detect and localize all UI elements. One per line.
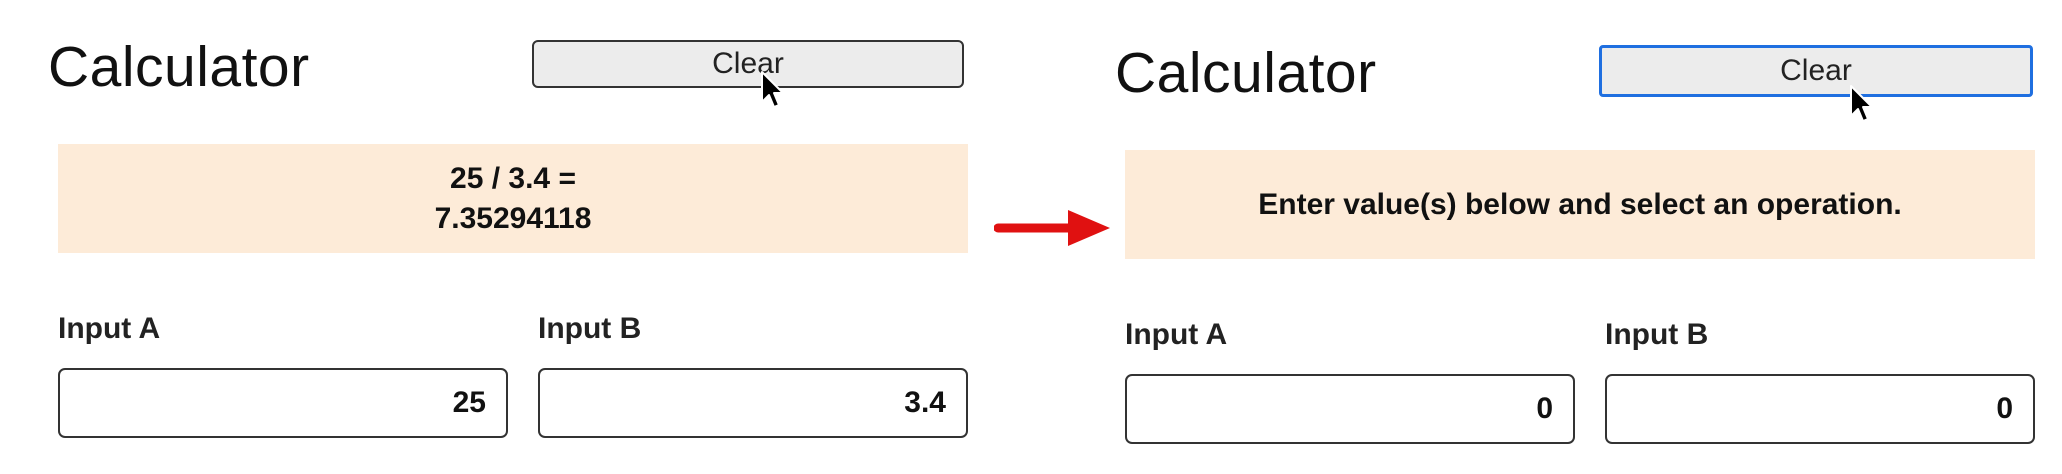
result-display: 25 / 3.4 = 7.35294118: [58, 144, 968, 253]
mouse-pointer-icon: [1850, 85, 1873, 122]
input-b-field[interactable]: [1605, 374, 2035, 444]
calculator-before-panel: Calculator Clear 25 / 3.4 = 7.35294118 I…: [48, 0, 968, 474]
right-arrow-icon: [994, 210, 1110, 246]
input-a-label: Input A: [1125, 318, 1228, 351]
input-b-field[interactable]: [538, 368, 968, 438]
calculator-title: Calculator: [48, 35, 310, 99]
input-a-field[interactable]: [58, 368, 508, 438]
expression-text: 25 / 3.4 =: [450, 161, 576, 195]
input-b-label: Input B: [1605, 318, 1709, 351]
input-a-field[interactable]: [1125, 374, 1575, 444]
result-text: 7.35294118: [434, 201, 592, 235]
clear-button[interactable]: Clear: [532, 40, 964, 88]
result-display: Enter value(s) below and select an opera…: [1125, 150, 2035, 259]
clear-button[interactable]: Clear: [1599, 45, 2033, 97]
calculator-after-panel: Calculator Clear Enter value(s) below an…: [1115, 0, 2035, 474]
instruction-message: Enter value(s) below and select an opera…: [1258, 187, 1902, 221]
input-b-label: Input B: [538, 312, 642, 345]
input-a-label: Input A: [58, 312, 161, 345]
mouse-pointer-icon: [761, 71, 784, 108]
calculator-title: Calculator: [1115, 41, 1377, 105]
